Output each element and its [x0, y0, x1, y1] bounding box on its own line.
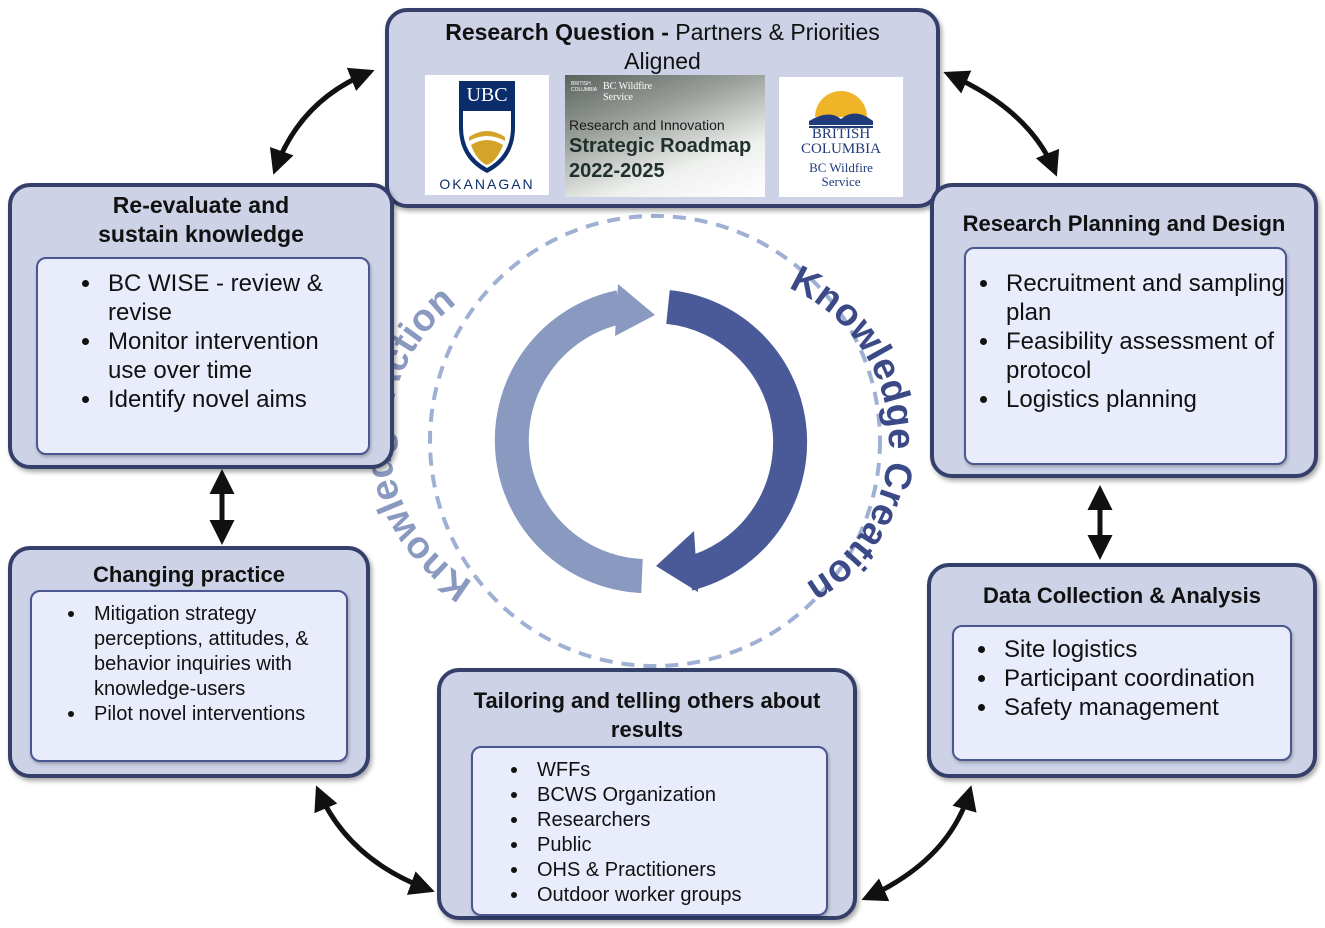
roadmap-years: 2022-2025 [569, 160, 665, 182]
knowledge-action-arrow [494, 290, 643, 593]
arrow-collection-to-tailoring [861, 785, 977, 902]
list-item: BC WISE - review & revise [82, 269, 348, 327]
roadmap-gov-label: BRITISH COLUMBIA [571, 81, 598, 93]
data-collection-box: Data Collection & Analysis Site logistic… [927, 563, 1317, 778]
list-item: Participant coordination [978, 664, 1290, 693]
bcws-line3: BC Wildfire [809, 160, 873, 175]
list-item: Public [511, 833, 826, 858]
changing-practice-title: Changing practice [93, 562, 285, 587]
list-item: Site logistics [978, 635, 1290, 664]
list-item: Outdoor worker groups [511, 883, 826, 908]
knowledge-creation-arrow [666, 290, 808, 591]
list-item: Pilot novel interventions [68, 702, 334, 727]
roadmap-service-label: BC Wildfire Service [603, 81, 653, 103]
research-planning-box: Research Planning and Design Recruitment… [930, 183, 1318, 478]
roadmap-subtitle: Research and Innovation [569, 117, 725, 133]
bcws-line1: BRITISH [811, 126, 871, 142]
list-item: Researchers [511, 808, 826, 833]
list-item: BCWS Organization [511, 783, 826, 808]
bcws-line4: Service [821, 174, 861, 189]
list-item: WFFs [511, 758, 826, 783]
ubc-mark: UBC [466, 84, 508, 106]
strategic-roadmap-image: BRITISH COLUMBIA BC Wildfire Service Res… [565, 75, 765, 197]
research-question-title: Research Question - Partners & Prioritie… [389, 18, 936, 76]
changing-practice-list-panel: Mitigation strategy perceptions, attitud… [30, 590, 348, 762]
list-item: Recruitment and sampling plan [980, 270, 1285, 326]
research-planning-title: Research Planning and Design [962, 211, 1286, 236]
ubc-campus: OKANAGAN [439, 176, 535, 192]
list-item: Identify novel aims [82, 385, 348, 414]
ubc-okanagan-logo: UBC OKANAGAN [425, 75, 549, 195]
data-collection-title: Data Collection & Analysis [983, 583, 1261, 608]
list-item: Mitigation strategy perceptions, attitud… [68, 602, 334, 702]
reevaluate-box: Re-evaluate and sustain knowledge BC WIS… [8, 183, 394, 469]
bc-sun-icon [809, 91, 873, 128]
ubc-crest-icon [459, 81, 515, 173]
list-item: Monitor intervention use over time [82, 327, 348, 385]
reevaluate-title: Re-evaluate and sustain knowledge [98, 192, 304, 247]
research-question-title-line2: Aligned [624, 48, 701, 74]
list-item: Feasibility assessment of protocol [980, 327, 1285, 385]
tailoring-results-title: Tailoring and telling others about resul… [473, 688, 821, 742]
arrow-top-to-reevaluate [269, 67, 375, 175]
tailoring-results-list: WFFs BCWS Organization Researchers Publi… [473, 758, 826, 908]
list-item: Safety management [978, 693, 1290, 722]
reevaluate-list: BC WISE - review & revise Monitor interv… [38, 269, 368, 414]
research-question-title-rest: Partners & Priorities [668, 19, 880, 45]
changing-practice-box: Changing practice Mitigation strategy pe… [8, 546, 370, 778]
research-planning-list-panel: Recruitment and sampling plan Feasibilit… [964, 247, 1287, 465]
tailoring-results-box: Tailoring and telling others about resul… [437, 668, 857, 920]
bcws-line2: COLUMBIA [800, 141, 881, 157]
research-question-title-bold: Research Question - [445, 19, 669, 45]
knowledge-action-arrowhead [615, 284, 655, 336]
tailoring-results-list-panel: WFFs BCWS Organization Researchers Publi… [471, 746, 828, 916]
research-planning-list: Recruitment and sampling plan Feasibilit… [966, 269, 1285, 414]
bc-wildfire-service-logo: BRITISH COLUMBIA BC Wildfire Service [779, 77, 903, 197]
dashed-cycle-ring [428, 214, 882, 668]
knowledge-creation-arrowhead [656, 531, 698, 592]
data-collection-list: Site logistics Participant coordination … [954, 635, 1290, 722]
data-collection-list-panel: Site logistics Participant coordination … [952, 625, 1292, 761]
list-item: OHS & Practitioners [511, 858, 826, 883]
research-question-box: Research Question - Partners & Prioritie… [385, 8, 940, 208]
changing-practice-list: Mitigation strategy perceptions, attitud… [32, 602, 346, 727]
roadmap-title: Strategic Roadmap [569, 135, 752, 157]
arrow-changing-to-tailoring [314, 785, 435, 895]
list-item: Logistics planning [980, 385, 1285, 414]
arrow-top-to-planning [943, 70, 1060, 177]
reevaluate-list-panel: BC WISE - review & revise Monitor interv… [36, 257, 370, 455]
